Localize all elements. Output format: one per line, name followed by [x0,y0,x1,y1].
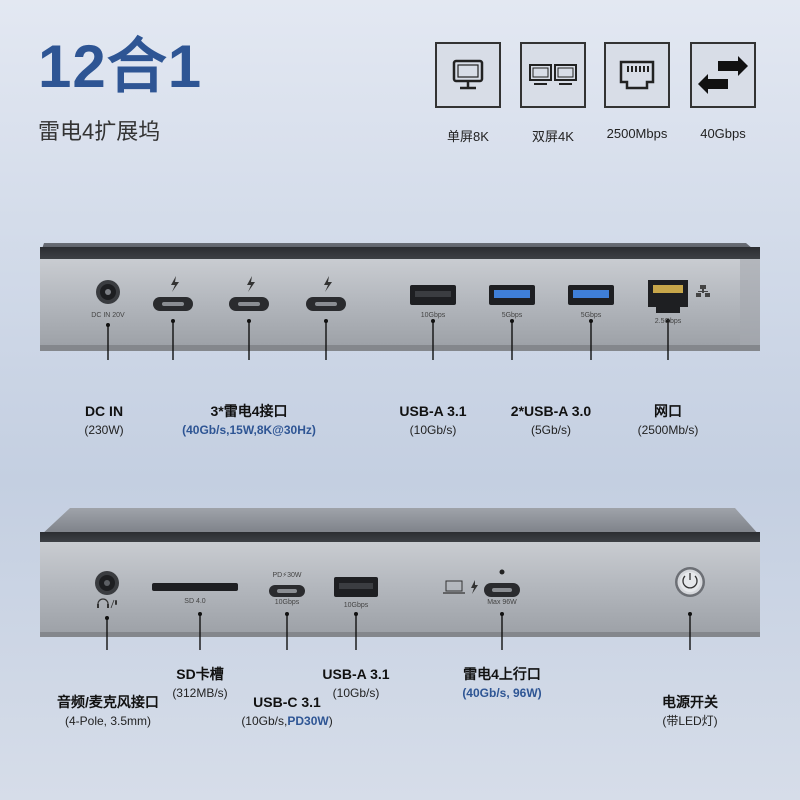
usba30-1-print: 5Gbps [501,312,523,319]
dock-front-view [40,508,760,650]
label-tb-upstream: 雷电4上行口(40Gb/s, 96W) [462,666,542,700]
label-sd: SD卡槽(312MB/s) [172,666,228,700]
label-thunderbolt-ports: 3*雷电4接口(40Gb/s,15W,8K@30Hz) [182,403,316,437]
usba31-rear-print: 10Gbps [420,312,446,319]
dc-in-print: DC IN 20V [91,312,125,319]
label-usba30: 2*USB-A 3.0(5Gb/s) [510,403,592,437]
usbc-pd-print: PD⚡30W [272,572,302,579]
ethernet-port-icon [604,42,670,108]
thunderbolt-port-1 [153,276,193,311]
label-usba31-rear: USB-A 3.1(10Gb/s) [399,403,467,437]
tb-up-print: Max 96W [487,599,517,606]
dock-rear-view [40,243,760,360]
feature-label-speed: 40Gbps [700,126,746,141]
label-dc-in: DC IN(230W) [84,403,124,437]
page-subtitle: 雷电4扩展坞 [38,119,161,144]
laptop-icon [443,580,465,594]
feature-label-lan: 2500Mbps [606,126,668,141]
feature-label-single: 单屏8K [447,129,489,144]
feature-label-dual: 双屏4K [532,129,574,144]
dual-monitor-icon [520,42,586,108]
label-audio: 音频/麦克风接口(4-Pole, 3.5mm) [57,694,159,728]
label-power: 电源开关(带LED灯) [662,694,718,728]
sd-print: SD 4.0 [184,598,206,605]
transfer-arrows-icon [690,42,756,108]
label-usbc: USB-C 3.1 (10Gb/s,PD30W) [241,694,333,728]
usba-front-print: 10Gbps [343,602,369,609]
usba30-2-print: 5Gbps [580,312,602,319]
page-title: 12合1 [38,33,203,100]
label-lan: 网口(2500Mb/s) [637,403,699,437]
lan-print: 2.5Gbps [654,318,682,325]
thunderbolt-port-2 [229,276,269,311]
thunderbolt-port-3 [306,276,346,311]
headset-icon [97,598,117,609]
usbc-speed-print: 10Gbps [274,599,300,606]
single-monitor-icon [435,42,501,108]
label-usba-front: USB-A 3.1(10Gb/s) [322,666,390,700]
